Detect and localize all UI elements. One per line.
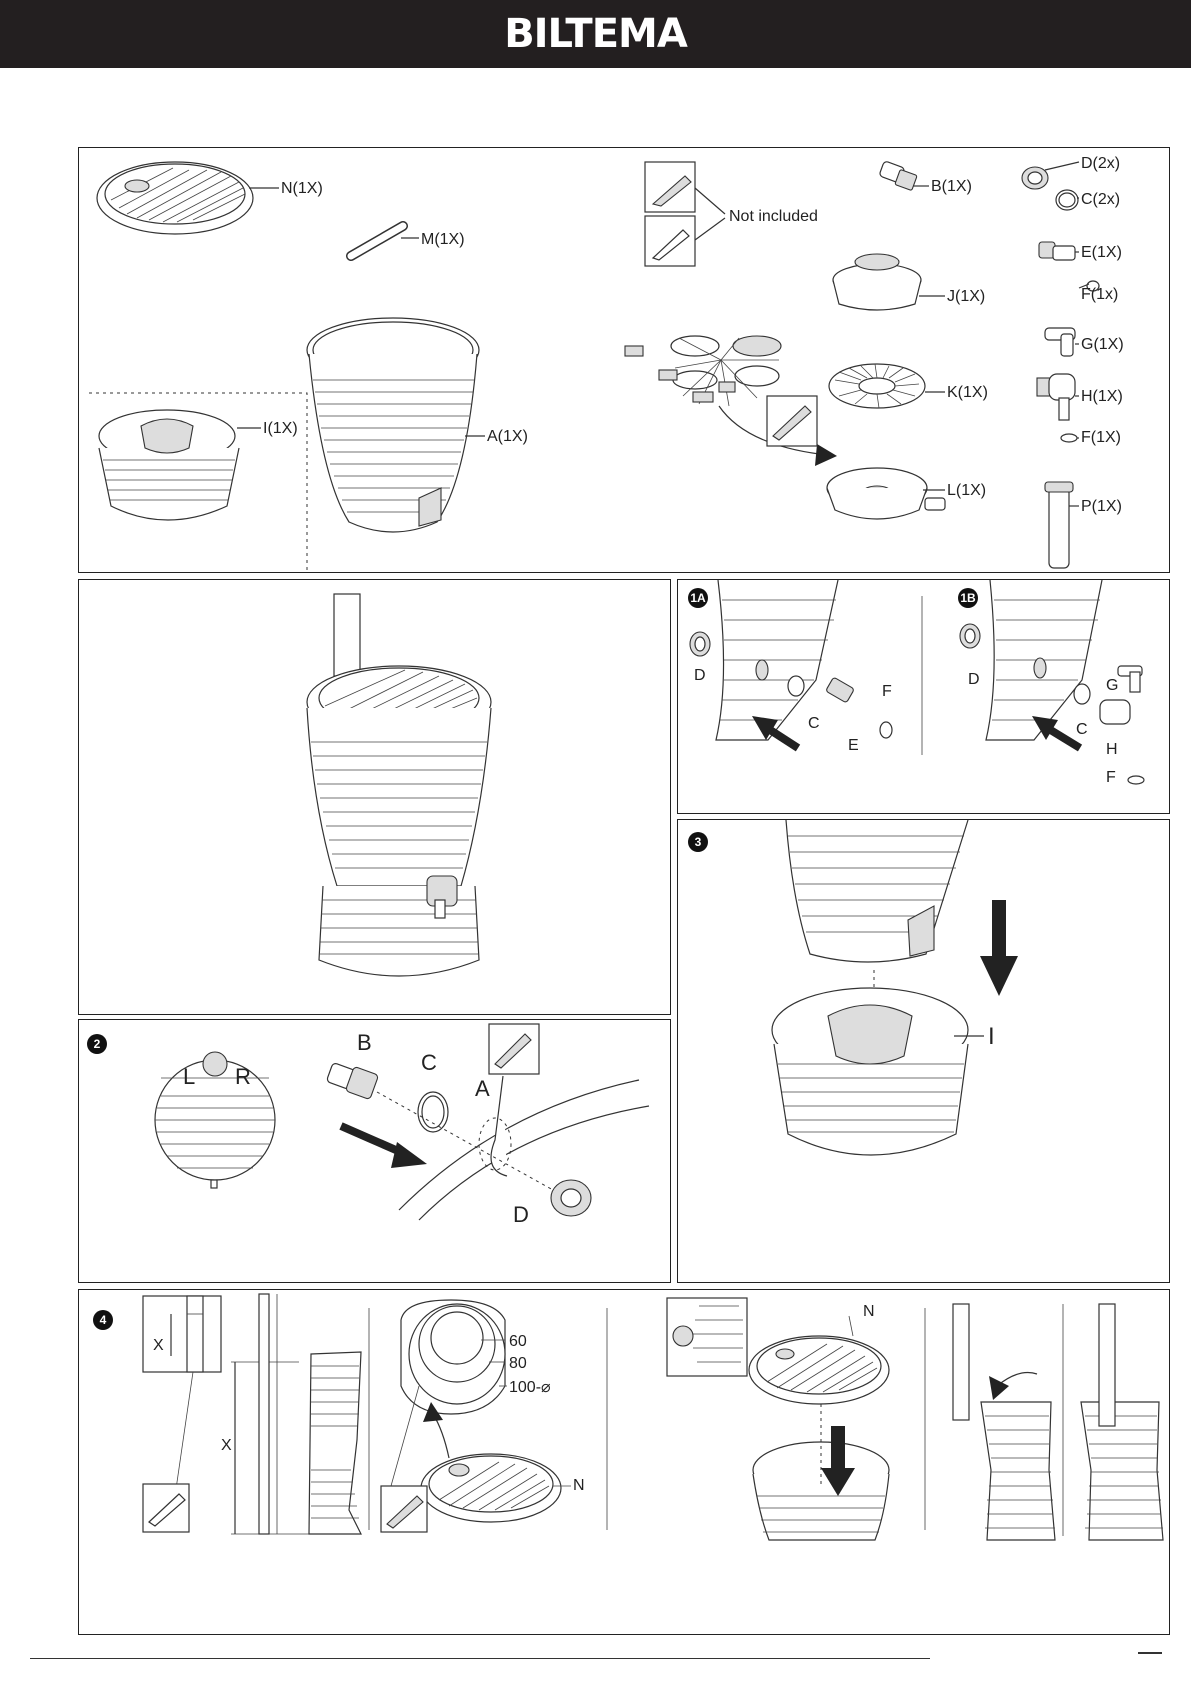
step-3-badge: 3 [688, 832, 708, 852]
step-3-barrel-bottom [786, 820, 968, 962]
step-1a-label-d: D [694, 667, 706, 684]
part-d-c-illustration [1022, 162, 1079, 210]
assembled-barrel-illustration [79, 580, 672, 1016]
step-1b-label-d: D [968, 671, 980, 688]
step-2-fitting-assembly [326, 1024, 649, 1220]
step-3-illustration: 3 I [678, 820, 1171, 1284]
part-label-f2: F(1X) [1081, 429, 1121, 446]
step-1a-label-f: F [882, 683, 892, 700]
part-k-illustration [829, 364, 945, 408]
step-3-down-arrow [980, 900, 1018, 996]
step-3-label-i: I [988, 1023, 995, 1050]
step-1a-barrel-detail [690, 580, 892, 748]
step-2-label-l: L [183, 1064, 195, 1089]
parts-overview-panel: N(1X) M(1X) I(1X) [78, 147, 1170, 573]
step-4-label-80: 80 [509, 1355, 527, 1372]
step-4-label-n-lid: N [573, 1477, 585, 1494]
part-label-j: J(1X) [947, 288, 985, 305]
brand-logo: BILTEMA [0, 0, 1191, 68]
step-2-panel: 2 L R B C A D [78, 1019, 671, 1283]
step-3-stand [772, 988, 984, 1155]
part-g-illustration [1045, 328, 1079, 356]
step-1a-label-e: E [848, 737, 859, 754]
step-4-lid-placement [667, 1298, 925, 1540]
part-label-p: P(1X) [1081, 498, 1122, 515]
header-bar: BILTEMA [0, 0, 1191, 68]
part-label-a: A(1X) [487, 428, 528, 445]
step-1a-badge: 1A [688, 588, 708, 608]
part-label-d: D(2x) [1081, 155, 1120, 172]
barrel-part-illustration [307, 318, 485, 532]
step-1a-label-c: C [808, 715, 820, 732]
step-2-badge: 2 [87, 1034, 107, 1054]
svg-text:4: 4 [100, 1313, 107, 1327]
part-b-illustration [879, 161, 929, 191]
part-label-h: H(1X) [1081, 388, 1123, 405]
tools-not-included [645, 162, 725, 266]
step-4-badge: 4 [93, 1310, 113, 1330]
step-4-label-60: 60 [509, 1333, 527, 1350]
step-2-label-a: A [475, 1076, 490, 1101]
part-label-i: I(1X) [263, 420, 298, 437]
not-included-label: Not included [729, 208, 818, 225]
svg-text:1A: 1A [690, 591, 706, 605]
step-1b-label-g: G [1106, 677, 1118, 694]
part-label-k: K(1X) [947, 384, 988, 401]
step-1b-label-f: F [1106, 769, 1116, 786]
assembled-view-panel [78, 579, 671, 1015]
part-j-illustration [833, 254, 945, 310]
step-1-panel: 1A 1B D C E F [677, 579, 1170, 814]
exploded-filter-cluster [625, 336, 837, 466]
step-3-panel: 3 I [677, 819, 1170, 1283]
svg-text:1B: 1B [960, 591, 976, 605]
part-label-g: G(1X) [1081, 336, 1124, 353]
step-4-label-100: 100-⌀ [509, 1379, 551, 1396]
stand-part-illustration [99, 410, 261, 520]
part-label-n: N(1X) [281, 180, 323, 197]
step-4-cut-section [381, 1300, 607, 1532]
step-2-illustration: 2 L R B C A D [79, 1020, 672, 1284]
step-1b-label-h: H [1106, 741, 1118, 758]
svg-text:3: 3 [695, 835, 702, 849]
step-2-label-r: R [235, 1064, 251, 1089]
step-4-panel: 4 X X [78, 1289, 1170, 1635]
part-label-e: E(1X) [1081, 244, 1122, 261]
step-4-illustration: 4 X X [79, 1290, 1171, 1636]
part-label-b: B(1X) [931, 178, 972, 195]
parts-overview-illustration: N(1X) M(1X) I(1X) [79, 148, 1171, 574]
step-2-label-b: B [357, 1030, 372, 1055]
step-4-label-x-large: X [221, 1437, 232, 1454]
step-1-illustration: 1A 1B D C E F [678, 580, 1171, 815]
part-h-f-illustration [1037, 374, 1079, 442]
step-4-label-n-top: N [863, 1303, 875, 1320]
step-4-measure-section [143, 1294, 369, 1534]
part-label-m: M(1X) [421, 231, 465, 248]
part-label-l: L(1X) [947, 482, 986, 499]
step-1b-label-c: C [1076, 721, 1088, 738]
part-p-illustration [1045, 482, 1079, 568]
step-2-lid-top-view [155, 1052, 275, 1188]
step-2-label-c: C [421, 1050, 437, 1075]
part-label-c: C(2x) [1081, 191, 1120, 208]
footer-mark [1138, 1652, 1162, 1654]
part-l-illustration [827, 468, 945, 519]
step-2-label-d: D [513, 1202, 529, 1227]
rod-part-illustration [351, 226, 419, 256]
footer-rule [30, 1658, 930, 1659]
lid-part-illustration [97, 162, 279, 234]
svg-text:2: 2 [94, 1037, 101, 1051]
step-4-label-x-small: X [153, 1337, 164, 1354]
part-label-f1: F(1x) [1081, 286, 1118, 303]
step-1b-badge: 1B [958, 588, 978, 608]
step-4-downpipe-section [953, 1304, 1163, 1540]
